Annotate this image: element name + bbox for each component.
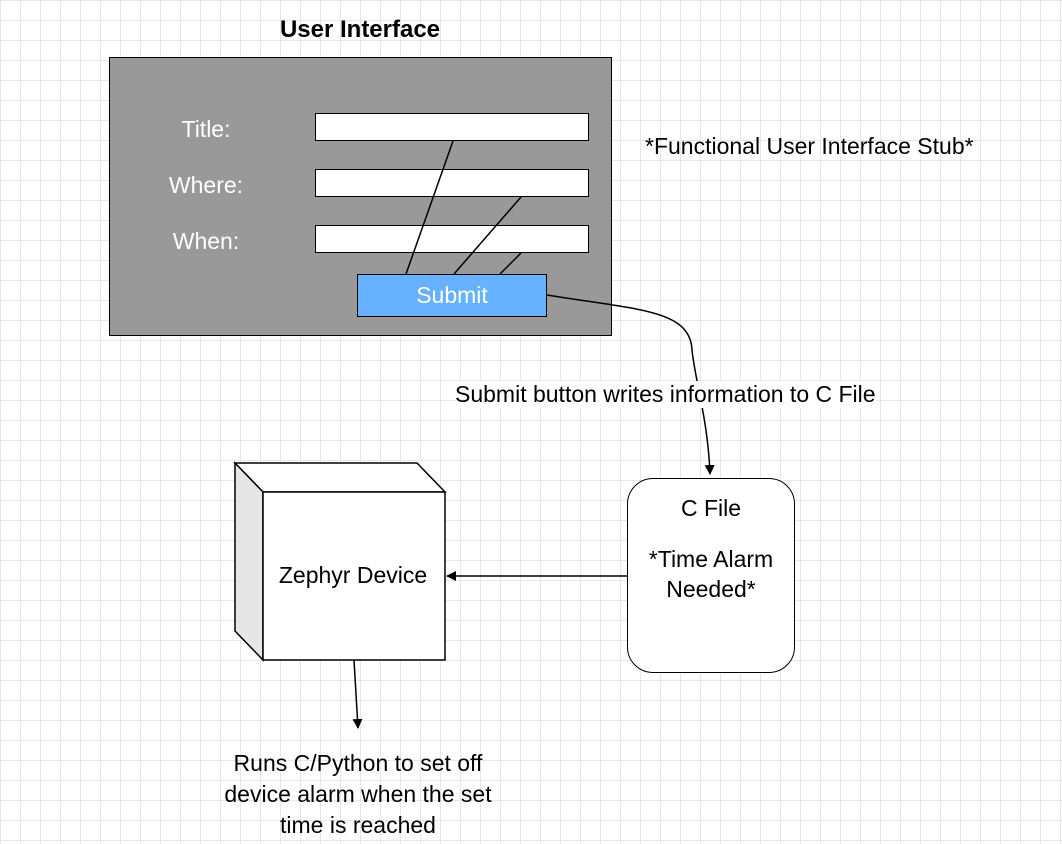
device-output-note: Runs C/Python to set off device alarm wh… xyxy=(224,750,492,838)
where-to-submit-line xyxy=(453,196,522,275)
stub-note: *Functional User Interface Stub* xyxy=(645,133,974,159)
when-input[interactable] xyxy=(315,225,589,253)
c-file-title: C File xyxy=(680,495,742,521)
when-label: When: xyxy=(172,228,240,254)
submit-to-cfile-arrow xyxy=(546,294,715,475)
c-file-note: *Time Alarm Needed* xyxy=(648,546,774,602)
ui-title: User Interface xyxy=(279,16,441,43)
c-file-node: C File *Time Alarm Needed* xyxy=(627,478,795,673)
where-label: Where: xyxy=(168,172,244,198)
when-to-submit-line xyxy=(499,252,522,275)
title-label: Title: xyxy=(181,116,231,142)
title-to-submit-line xyxy=(405,140,454,275)
zephyr-device-cube xyxy=(233,461,447,662)
where-input[interactable] xyxy=(315,169,589,197)
submit-button[interactable]: Submit xyxy=(357,274,547,317)
zephyr-device-label: Zephyr Device xyxy=(278,562,428,588)
device-to-output-arrow xyxy=(352,659,363,729)
title-input[interactable] xyxy=(315,113,589,141)
submit-edge-label: Submit button writes information to C Fi… xyxy=(455,381,876,408)
